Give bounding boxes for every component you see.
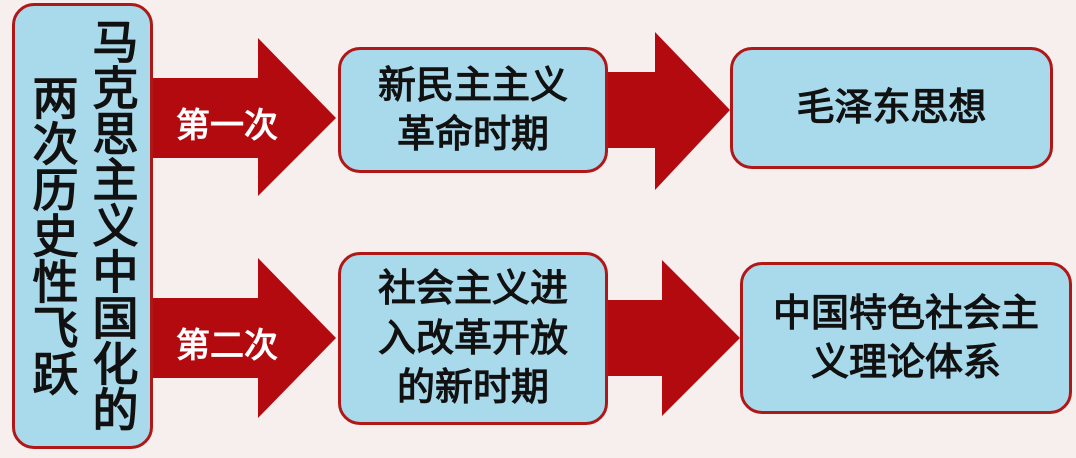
left-box: 马克思主义中国化的 两次历史性飞跃 [12,3,153,449]
theory-box-1-text: 毛泽东思想 [796,85,987,130]
theory-box-2: 中国特色社会主义理论体系 [740,262,1072,414]
left-box-col1: 马克思主义中国化的 [85,18,140,432]
arrow-first [152,38,336,196]
arrow-second-to-theory [606,260,740,416]
period-box-2-text: 社会主义进入改革开放的新时期 [377,266,568,410]
left-box-columns: 马克思主义中国化的 两次历史性飞跃 [15,6,150,446]
theory-box-1: 毛泽东思想 [730,47,1053,169]
period-box-1-text: 新民主主义革命时期 [377,62,568,156]
left-box-col2: 两次历史性飞跃 [25,74,80,396]
period-box-1: 新民主主义革命时期 [338,47,608,173]
arrow-second [152,258,336,418]
arrow-first-to-theory [606,32,730,190]
arrow-label-first: 第一次 [176,106,278,146]
theory-box-2-text: 中国特色社会主义理论体系 [773,290,1040,384]
arrow-label-second: 第二次 [176,326,278,366]
period-box-2: 社会主义进入改革开放的新时期 [338,252,608,425]
